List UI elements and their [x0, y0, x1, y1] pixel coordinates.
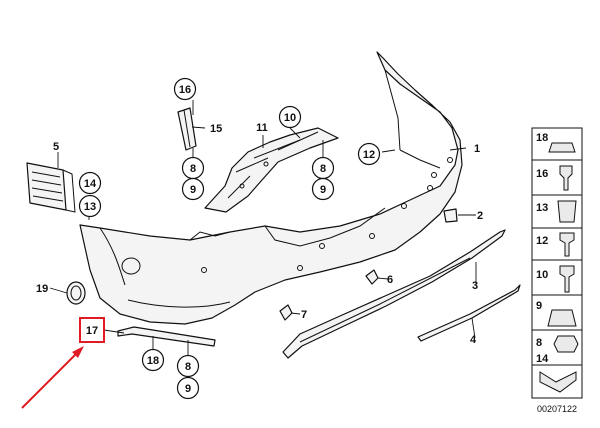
callout-8a-text: 8 [190, 163, 196, 175]
lower-strip [117, 326, 216, 347]
clip-6 [365, 269, 379, 285]
reflector-grille [26, 162, 76, 213]
callout-3: 3 [472, 280, 478, 292]
callout-14: 14 [78, 171, 102, 195]
hw-clip-9 [547, 309, 577, 327]
callout-4: 4 [470, 334, 477, 346]
callout-6: 6 [387, 274, 393, 286]
callout-7-text: 7 [301, 309, 307, 321]
callout-8b: 8 [311, 156, 335, 180]
callout-16-text: 16 [179, 84, 191, 96]
clip-7 [279, 304, 293, 321]
callout-1-text: 1 [474, 143, 480, 155]
callout-13-text: 13 [84, 201, 96, 213]
callout-12-text: 12 [363, 149, 375, 161]
callout-4-text: 4 [470, 334, 477, 346]
diagram-id: 00207122 [537, 404, 577, 414]
callout-17-text: 17 [86, 325, 98, 337]
hw-bolt-12 [559, 232, 575, 257]
callout-1: 1 [474, 143, 480, 155]
callout-13: 13 [78, 194, 102, 218]
hw-nut-13 [557, 200, 577, 223]
callout-18-text: 18 [147, 355, 159, 367]
bumper-cover [79, 51, 463, 325]
callout-19: 19 [36, 283, 48, 295]
callout-8a: 8 [181, 156, 205, 180]
callout-3-text: 3 [472, 280, 478, 292]
callout-15: 15 [210, 123, 222, 135]
callout-2-text: 2 [477, 210, 483, 222]
callout-9a: 9 [181, 177, 205, 201]
hw-arrow-symbol [539, 371, 577, 393]
hw-label-16: 16 [536, 168, 548, 180]
hardware-panel: 18 16 13 12 10 9 8 14 [531, 127, 583, 399]
callout-8b-text: 8 [320, 163, 326, 175]
hw-label-12: 12 [536, 235, 548, 247]
callout-16: 16 [173, 77, 197, 101]
side-bracket [177, 107, 197, 151]
hw-label-18: 18 [536, 132, 548, 144]
carrier-bracket [204, 127, 339, 213]
callout-12: 12 [357, 142, 381, 166]
callout-5-text: 5 [53, 141, 59, 153]
callout-2: 2 [477, 210, 483, 222]
callout-9a-text: 9 [190, 184, 196, 196]
callout-5: 5 [53, 141, 59, 153]
hw-label-10: 10 [536, 269, 548, 281]
callout-11: 11 [256, 122, 268, 134]
callout-9b-text: 9 [320, 184, 326, 196]
callout-18: 18 [141, 348, 165, 372]
tow-eye-cap [66, 281, 86, 305]
callout-14-text: 14 [84, 178, 97, 190]
cover-cap [443, 208, 458, 223]
callout-17-highlight: 17 [79, 317, 105, 343]
hw-nut-8 [553, 335, 579, 353]
callout-10-text: 10 [284, 112, 296, 124]
callout-9b: 9 [311, 177, 335, 201]
hw-label-9: 9 [536, 300, 542, 312]
callout-15-text: 15 [210, 123, 222, 135]
trim-strip [282, 229, 506, 359]
hw-label-8: 8 [536, 337, 542, 349]
moulding-strip [417, 284, 521, 342]
hw-screw-10 [559, 265, 575, 293]
callout-6-text: 6 [387, 274, 393, 286]
hw-label-14: 14 [536, 353, 549, 365]
callout-10: 10 [278, 105, 302, 129]
callout-9c: 9 [176, 376, 200, 400]
callout-11-text: 11 [256, 122, 268, 134]
callout-7: 7 [301, 309, 307, 321]
hw-label-13: 13 [536, 202, 548, 214]
callout-8c: 8 [176, 354, 200, 378]
hw-screw-16 [559, 165, 573, 191]
callout-8c-text: 8 [185, 361, 191, 373]
leader-lines [49, 100, 477, 362]
callout-19-text: 19 [36, 283, 48, 295]
callout-9c-text: 9 [185, 383, 191, 395]
highlight-arrow [21, 346, 84, 409]
hw-clip-18 [548, 142, 576, 153]
